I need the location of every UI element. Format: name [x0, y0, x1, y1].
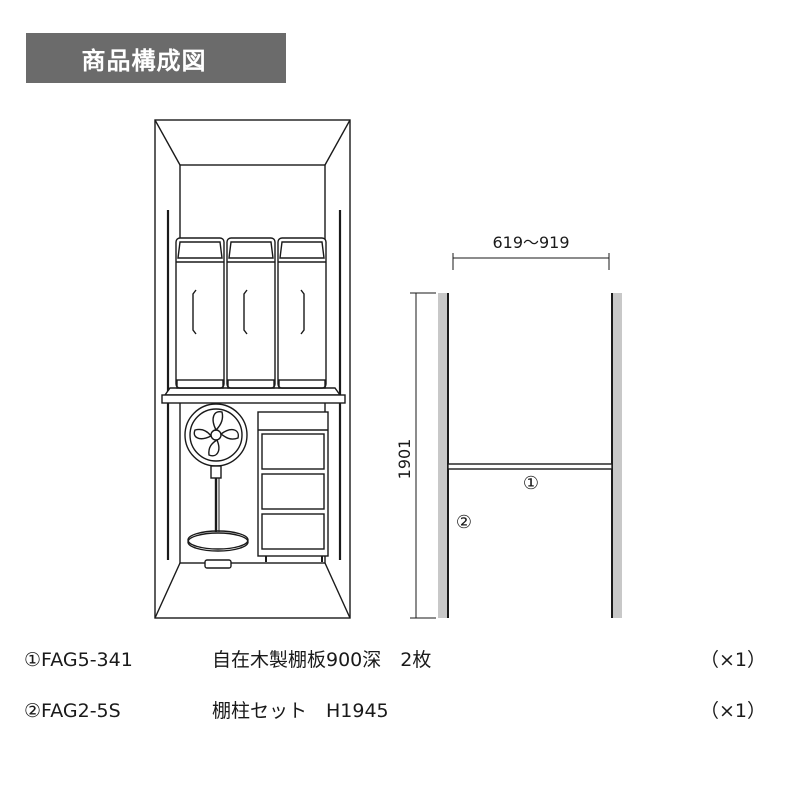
- closet-outer-frame: [154, 119, 351, 619]
- closet-shelf-front: [161, 394, 346, 404]
- title-banner: 商品構成図: [26, 33, 286, 83]
- storage-case-2: [226, 237, 276, 389]
- callout-pillar-marker: ②: [456, 512, 472, 533]
- storage-case-3: [277, 237, 327, 389]
- perspective-line-bl: [154, 562, 181, 619]
- perspective-line-br: [324, 562, 351, 619]
- electric-fan: [184, 403, 249, 569]
- storage-case-1: [175, 237, 225, 389]
- perspective-line-tr: [324, 119, 351, 166]
- height-dimension-label: 1901: [395, 439, 414, 480]
- pillar-right-fill: [612, 293, 622, 618]
- drawer-chest: [257, 411, 329, 562]
- shelf-bar: [447, 463, 613, 470]
- closet-illustration: [154, 119, 351, 619]
- page-title: 商品構成図: [81, 46, 207, 75]
- closet-shelf-top: [163, 387, 342, 396]
- perspective-line-tl: [154, 119, 181, 166]
- width-dimension-label: 619〜919: [492, 233, 569, 252]
- pillar-left-fill: [438, 293, 448, 618]
- dimension-drawing: 619〜919 1901 ① ②: [395, 233, 622, 619]
- callout-shelf-marker: ①: [523, 473, 539, 494]
